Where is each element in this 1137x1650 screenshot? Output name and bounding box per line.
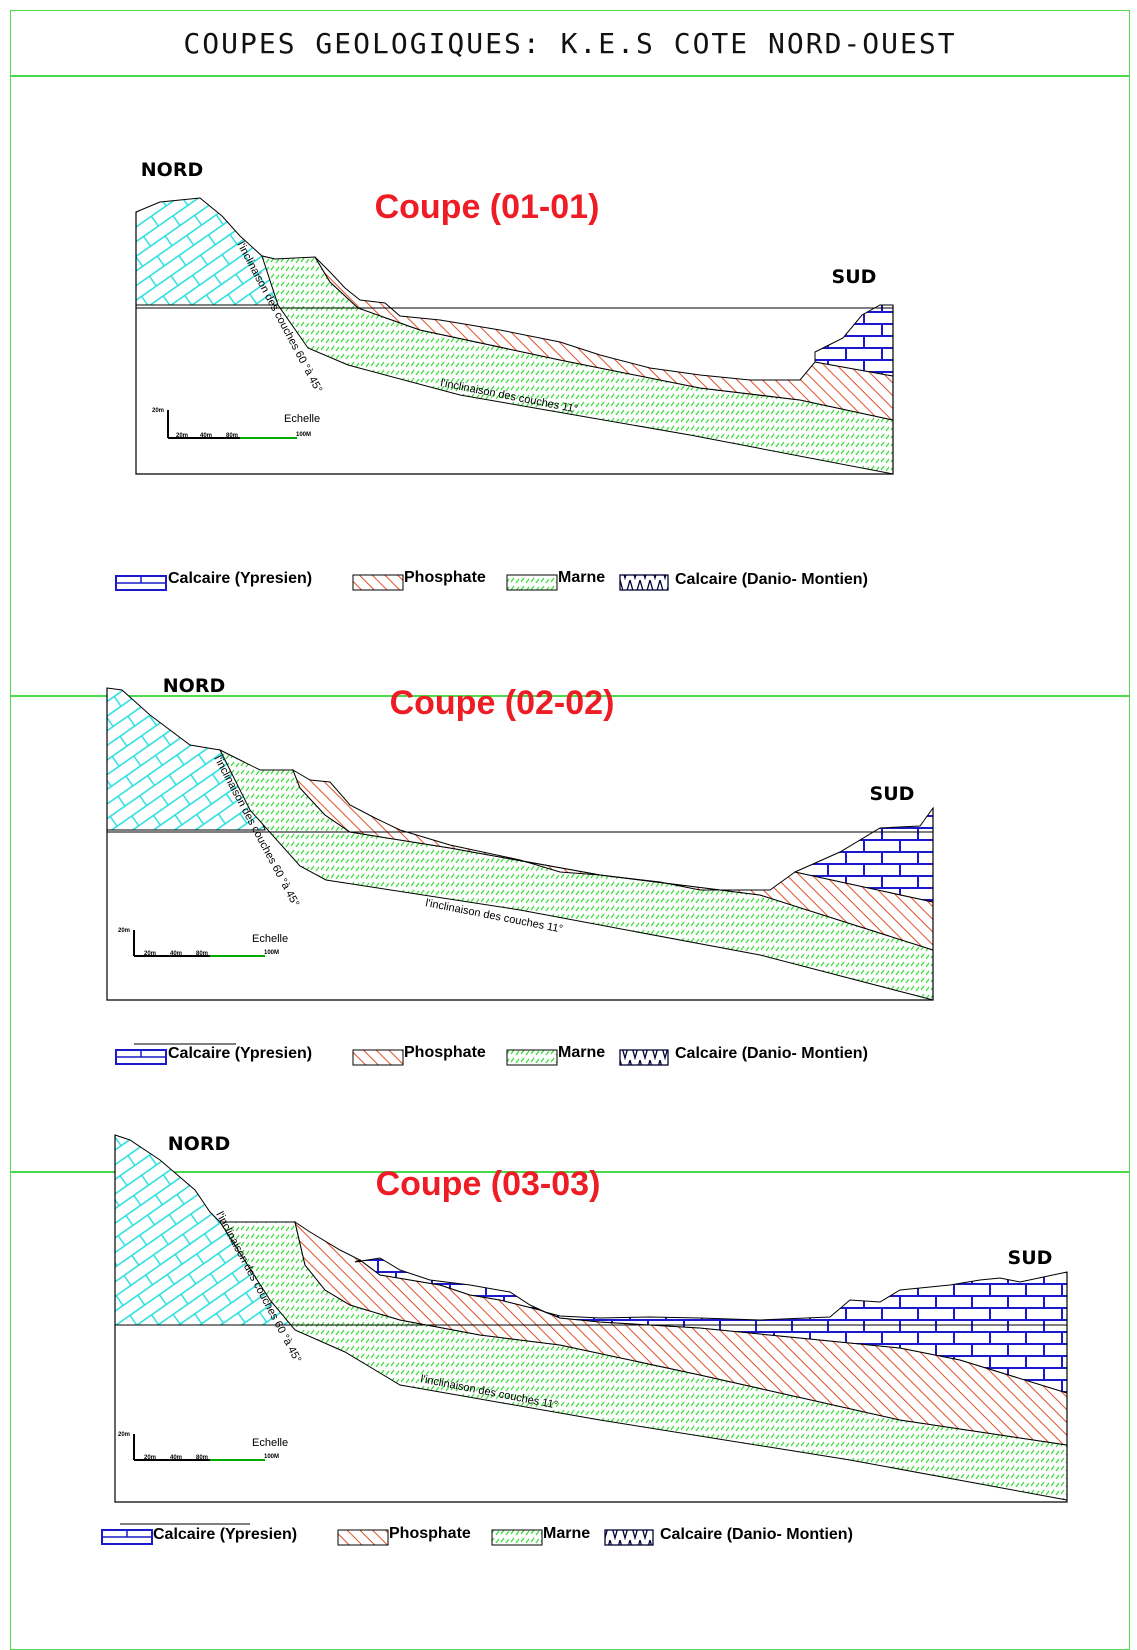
south-label: SUD — [1008, 1247, 1053, 1269]
title-box — [10, 10, 1130, 76]
svg-text:80m: 80m — [196, 951, 208, 957]
phosphate-swatch — [337, 1529, 389, 1546]
legend-phosphate: Phosphate — [404, 569, 486, 586]
legend-ypresien: Calcaire (Ypresien) — [153, 1526, 297, 1543]
phosphate-layer — [292, 768, 934, 951]
svg-text:20m: 20m — [152, 408, 164, 414]
section-title: Coupe (01-01) — [375, 188, 600, 226]
svg-text:40m: 40m — [170, 951, 182, 957]
danio-swatch — [619, 1049, 669, 1066]
svg-text:100M: 100M — [264, 1454, 279, 1460]
marne-swatch — [506, 1049, 558, 1066]
svg-text:80m: 80m — [226, 433, 238, 439]
legend-danio: Calcaire (Danio- Montien) — [675, 571, 868, 588]
section-1: NORD SUD Coupe (01-01) l'inclinaison des… — [135, 159, 894, 475]
panel-1-frame — [10, 76, 1130, 696]
svg-text:40m: 40m — [200, 433, 212, 439]
scale-bar: 20m 20m 40m 80m 100M Echelle — [118, 928, 288, 957]
danio-blue-limestone — [814, 304, 894, 377]
legend-marne: Marne — [543, 1525, 590, 1542]
phosphate-layer — [314, 256, 894, 421]
svg-text:40m: 40m — [170, 1455, 182, 1461]
panel-2-frame — [10, 696, 1130, 1172]
section-title: Coupe (03-03) — [376, 1165, 601, 1203]
scale-label: Echelle — [252, 1437, 288, 1449]
svg-text:20m: 20m — [118, 928, 130, 934]
svg-text:20m: 20m — [144, 1455, 156, 1461]
legend-2: Calcaire (Ypresien) Phosphate Marne Calc… — [115, 1043, 868, 1066]
scale-label: Echelle — [284, 413, 320, 425]
svg-text:100M: 100M — [264, 950, 279, 956]
marne-layer — [261, 255, 894, 475]
section-title: Coupe (02-02) — [390, 684, 615, 722]
north-label: NORD — [163, 675, 225, 697]
legend-ypresien: Calcaire (Ypresien) — [168, 570, 312, 587]
legend-ypresien: Calcaire (Ypresien) — [168, 1045, 312, 1062]
legend-phosphate: Phosphate — [404, 1044, 486, 1061]
page-title: COUPES GEOLOGIQUES: K.E.S COTE NORD-OUES… — [183, 26, 957, 60]
svg-text:20m: 20m — [176, 433, 188, 439]
danio-swatch — [619, 574, 669, 591]
legend-danio: Calcaire (Danio- Montien) — [675, 1045, 868, 1062]
section-3: NORD SUD Coupe (03-03) l'inclinaison des… — [114, 1133, 1068, 1503]
legend-danio: Calcaire (Danio- Montien) — [660, 1526, 853, 1543]
svg-text:100M: 100M — [296, 432, 311, 438]
ypresien-cyan-limestone — [135, 197, 291, 306]
phosphate-swatch — [352, 1049, 404, 1066]
legend-3: Calcaire (Ypresien) Phosphate Marne Calc… — [101, 1523, 853, 1546]
scale-label: Echelle — [252, 933, 288, 945]
phosphate-swatch — [352, 574, 404, 591]
danio-swatch — [604, 1529, 654, 1546]
legend-1: Calcaire (Ypresien) Phosphate Marne Calc… — [115, 569, 868, 591]
marne-swatch — [491, 1529, 543, 1546]
marne-swatch — [506, 574, 558, 591]
legend-marne: Marne — [558, 569, 605, 586]
legend-phosphate: Phosphate — [389, 1525, 471, 1542]
svg-text:20m: 20m — [118, 1432, 130, 1438]
svg-text:80m: 80m — [196, 1455, 208, 1461]
scale-bar: 20m 20m 40m 80m 100M Echelle — [118, 1432, 288, 1461]
north-label: NORD — [168, 1133, 230, 1155]
section-2: NORD SUD Coupe (02-02) l'inclinaison des… — [106, 675, 934, 1001]
scale-bar: 20m 20m 40m 80m 100M Echelle — [152, 408, 320, 439]
legend-marne: Marne — [558, 1044, 605, 1061]
south-label: SUD — [870, 783, 915, 805]
north-label: NORD — [141, 159, 203, 181]
svg-text:20m: 20m — [144, 951, 156, 957]
south-label: SUD — [832, 266, 877, 288]
